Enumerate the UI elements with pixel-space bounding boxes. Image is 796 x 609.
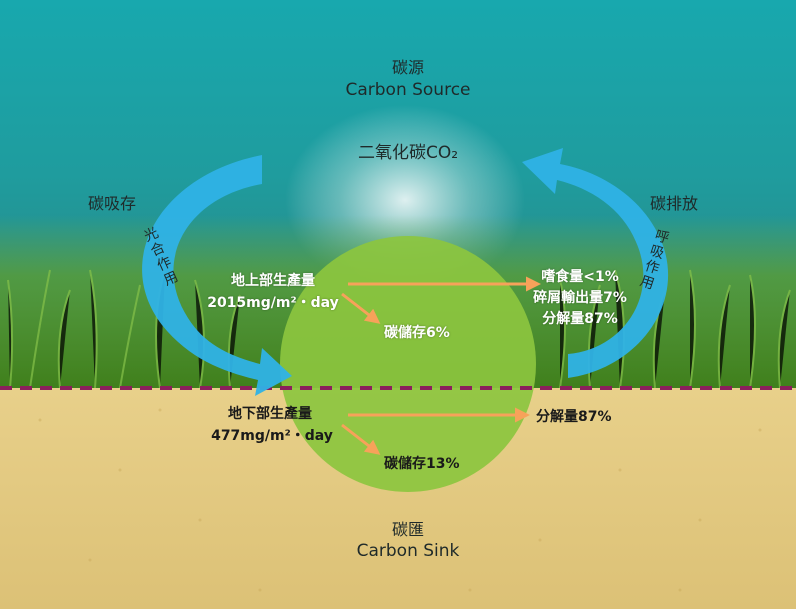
detritus-export: 碎屑輸出量7% [533, 290, 627, 306]
carbon-release-title: 碳排放 [650, 194, 699, 213]
below-ground-storage-arrow [341, 423, 381, 455]
carbon-sink-en: Carbon Sink [356, 541, 460, 561]
carbon-uptake-title: 碳吸存 [88, 194, 137, 213]
above-ground-decomposition: 分解量87% [542, 311, 618, 327]
below-ground-production-value: 477mg/m²・day [211, 428, 333, 444]
sand-texture [38, 408, 762, 592]
photosynthesis-arrow [142, 155, 292, 396]
above-ground-production-label: 地上部生產量 [231, 273, 315, 289]
above-ground-production-value: 2015mg/m²・day [207, 295, 339, 311]
seagrass-blades [7, 269, 791, 389]
below-ground-storage: 碳儲存13% [384, 456, 460, 472]
grazing-amount: 嗜食量<1% [541, 269, 619, 285]
respiration-arrow [522, 148, 669, 378]
carbon-source-en: Carbon Source [345, 80, 471, 100]
co2-label: 二氧化碳CO₂ [357, 143, 459, 163]
below-ground-decomposition: 分解量87% [536, 409, 612, 425]
carbon-source-zh: 碳源 [391, 58, 424, 77]
above-ground-storage: 碳儲存6% [384, 325, 450, 341]
carbon-sink-zh: 碳匯 [391, 520, 424, 539]
below-ground-production-label: 地下部生產量 [228, 406, 312, 422]
above-ground-storage-arrow [341, 292, 381, 324]
